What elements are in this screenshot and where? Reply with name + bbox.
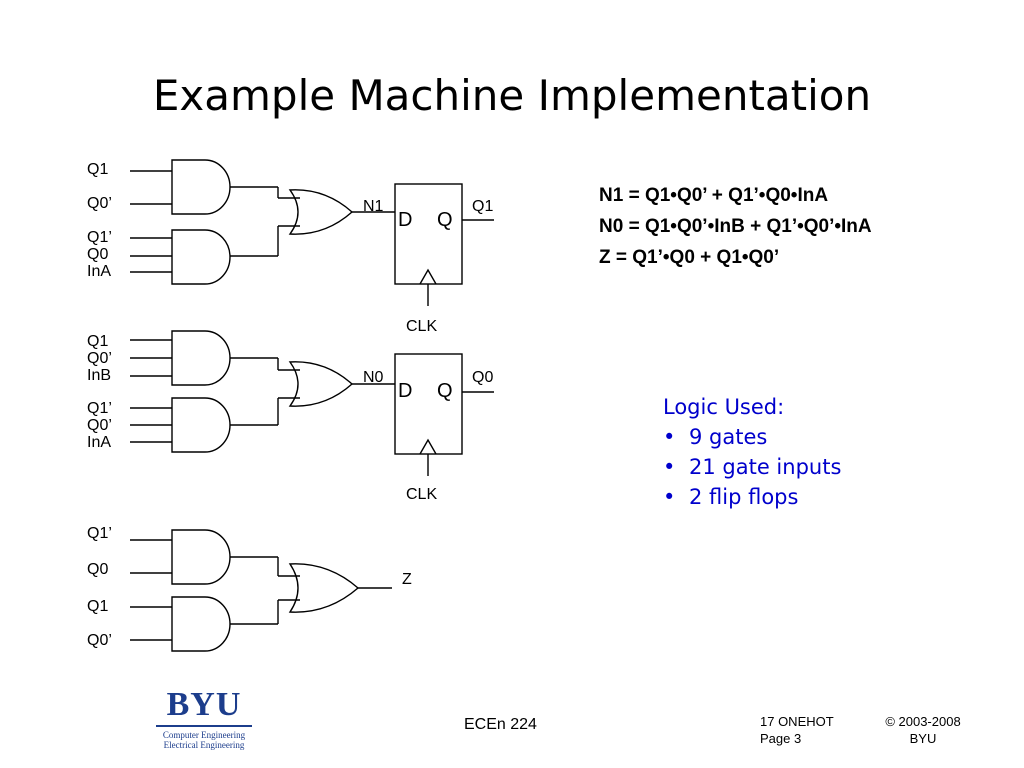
logic-used-item: 21 gate inputs	[663, 452, 841, 482]
c2-input-label: InA	[87, 434, 112, 451]
circuit2-and-gate-1	[171, 330, 231, 386]
c2-input-label: Q1’	[87, 400, 112, 417]
circuit1-or-gate	[288, 189, 354, 235]
c2-q0-label: Q0	[472, 369, 494, 386]
c1-input-label: Q0’	[87, 195, 112, 212]
circuit3-and-gate-2	[171, 596, 231, 652]
circuit3-and-gate-1	[171, 529, 231, 585]
c2-input-label: Q0’	[87, 350, 112, 367]
logic-used-list: 9 gates 21 gate inputs 2 flip flops	[663, 422, 841, 512]
byu-logo-rule	[156, 725, 252, 727]
c3-input-label: Q0	[87, 561, 109, 578]
c2-input-label: Q0’	[87, 417, 112, 434]
footer-module: 17 ONEHOT	[760, 714, 834, 729]
circuit2-wires	[130, 339, 494, 476]
circuit2-flip-flop	[394, 353, 463, 455]
slide-title: Example Machine Implementation	[152, 71, 872, 120]
c2-ff-q-label: Q	[437, 380, 453, 402]
circuit1-clock-triangle	[419, 268, 437, 285]
c1-input-label: Q1	[87, 161, 109, 178]
circuit3-or-gate	[288, 563, 360, 613]
logic-used-item: 9 gates	[663, 422, 841, 452]
logic-used-box: Logic Used: 9 gates 21 gate inputs 2 fli…	[663, 392, 841, 512]
c1-input-label: Q0	[87, 246, 109, 263]
equation-n1: N1 = Q1•Q0’ + Q1’•Q0•InA	[599, 185, 829, 206]
c2-clk-label: CLK	[406, 486, 438, 503]
circuit2-or-gate	[288, 361, 354, 407]
c1-input-label: Q1’	[87, 229, 112, 246]
c3-input-label: Q1’	[87, 525, 112, 542]
c1-clk-label: CLK	[406, 318, 438, 335]
c3-input-label: Q1	[87, 598, 109, 615]
c2-input-label: Q1	[87, 333, 109, 350]
equation-n0: N0 = Q1•Q0’•InB + Q1’•Q0’•InA	[599, 216, 872, 237]
c3-input-label: Q0’	[87, 632, 112, 649]
circuit2-and-gate-2	[171, 397, 231, 453]
c1-ff-d-label: D	[398, 209, 413, 231]
c3-z-label: Z	[402, 571, 412, 588]
footer-page: Page 3	[760, 731, 802, 746]
c1-ff-q-label: Q	[437, 209, 453, 231]
byu-logo-line2: Electrical Engineering	[163, 740, 245, 750]
logic-used-item: 2 flip flops	[663, 482, 841, 512]
circuit3-wires	[130, 539, 392, 641]
circuit1-wires	[130, 170, 494, 306]
c1-q1-label: Q1	[472, 198, 494, 215]
c1-n1-label: N1	[363, 198, 384, 215]
circuit1-and-gate-1	[171, 159, 231, 215]
footer-copyright: © 2003-2008	[885, 714, 961, 729]
c2-n0-label: N0	[363, 369, 384, 386]
byu-logo-text: BYU	[166, 686, 242, 723]
circuit1-flip-flop	[394, 183, 463, 285]
c2-input-label: InB	[87, 367, 112, 384]
equation-z: Z = Q1’•Q0 + Q1•Q0’	[599, 247, 780, 268]
byu-logo: BYU Computer Engineering Electrical Engi…	[152, 688, 256, 750]
c1-input-label: InA	[87, 263, 112, 280]
c2-ff-d-label: D	[398, 380, 413, 402]
footer-course: ECEn 224	[464, 716, 537, 733]
footer-org: BYU	[909, 731, 937, 746]
byu-logo-line1: Computer Engineering	[162, 730, 246, 740]
circuit2-clock-triangle	[419, 438, 437, 455]
logic-used-heading: Logic Used:	[663, 395, 785, 419]
circuit1-and-gate-2	[171, 229, 231, 285]
